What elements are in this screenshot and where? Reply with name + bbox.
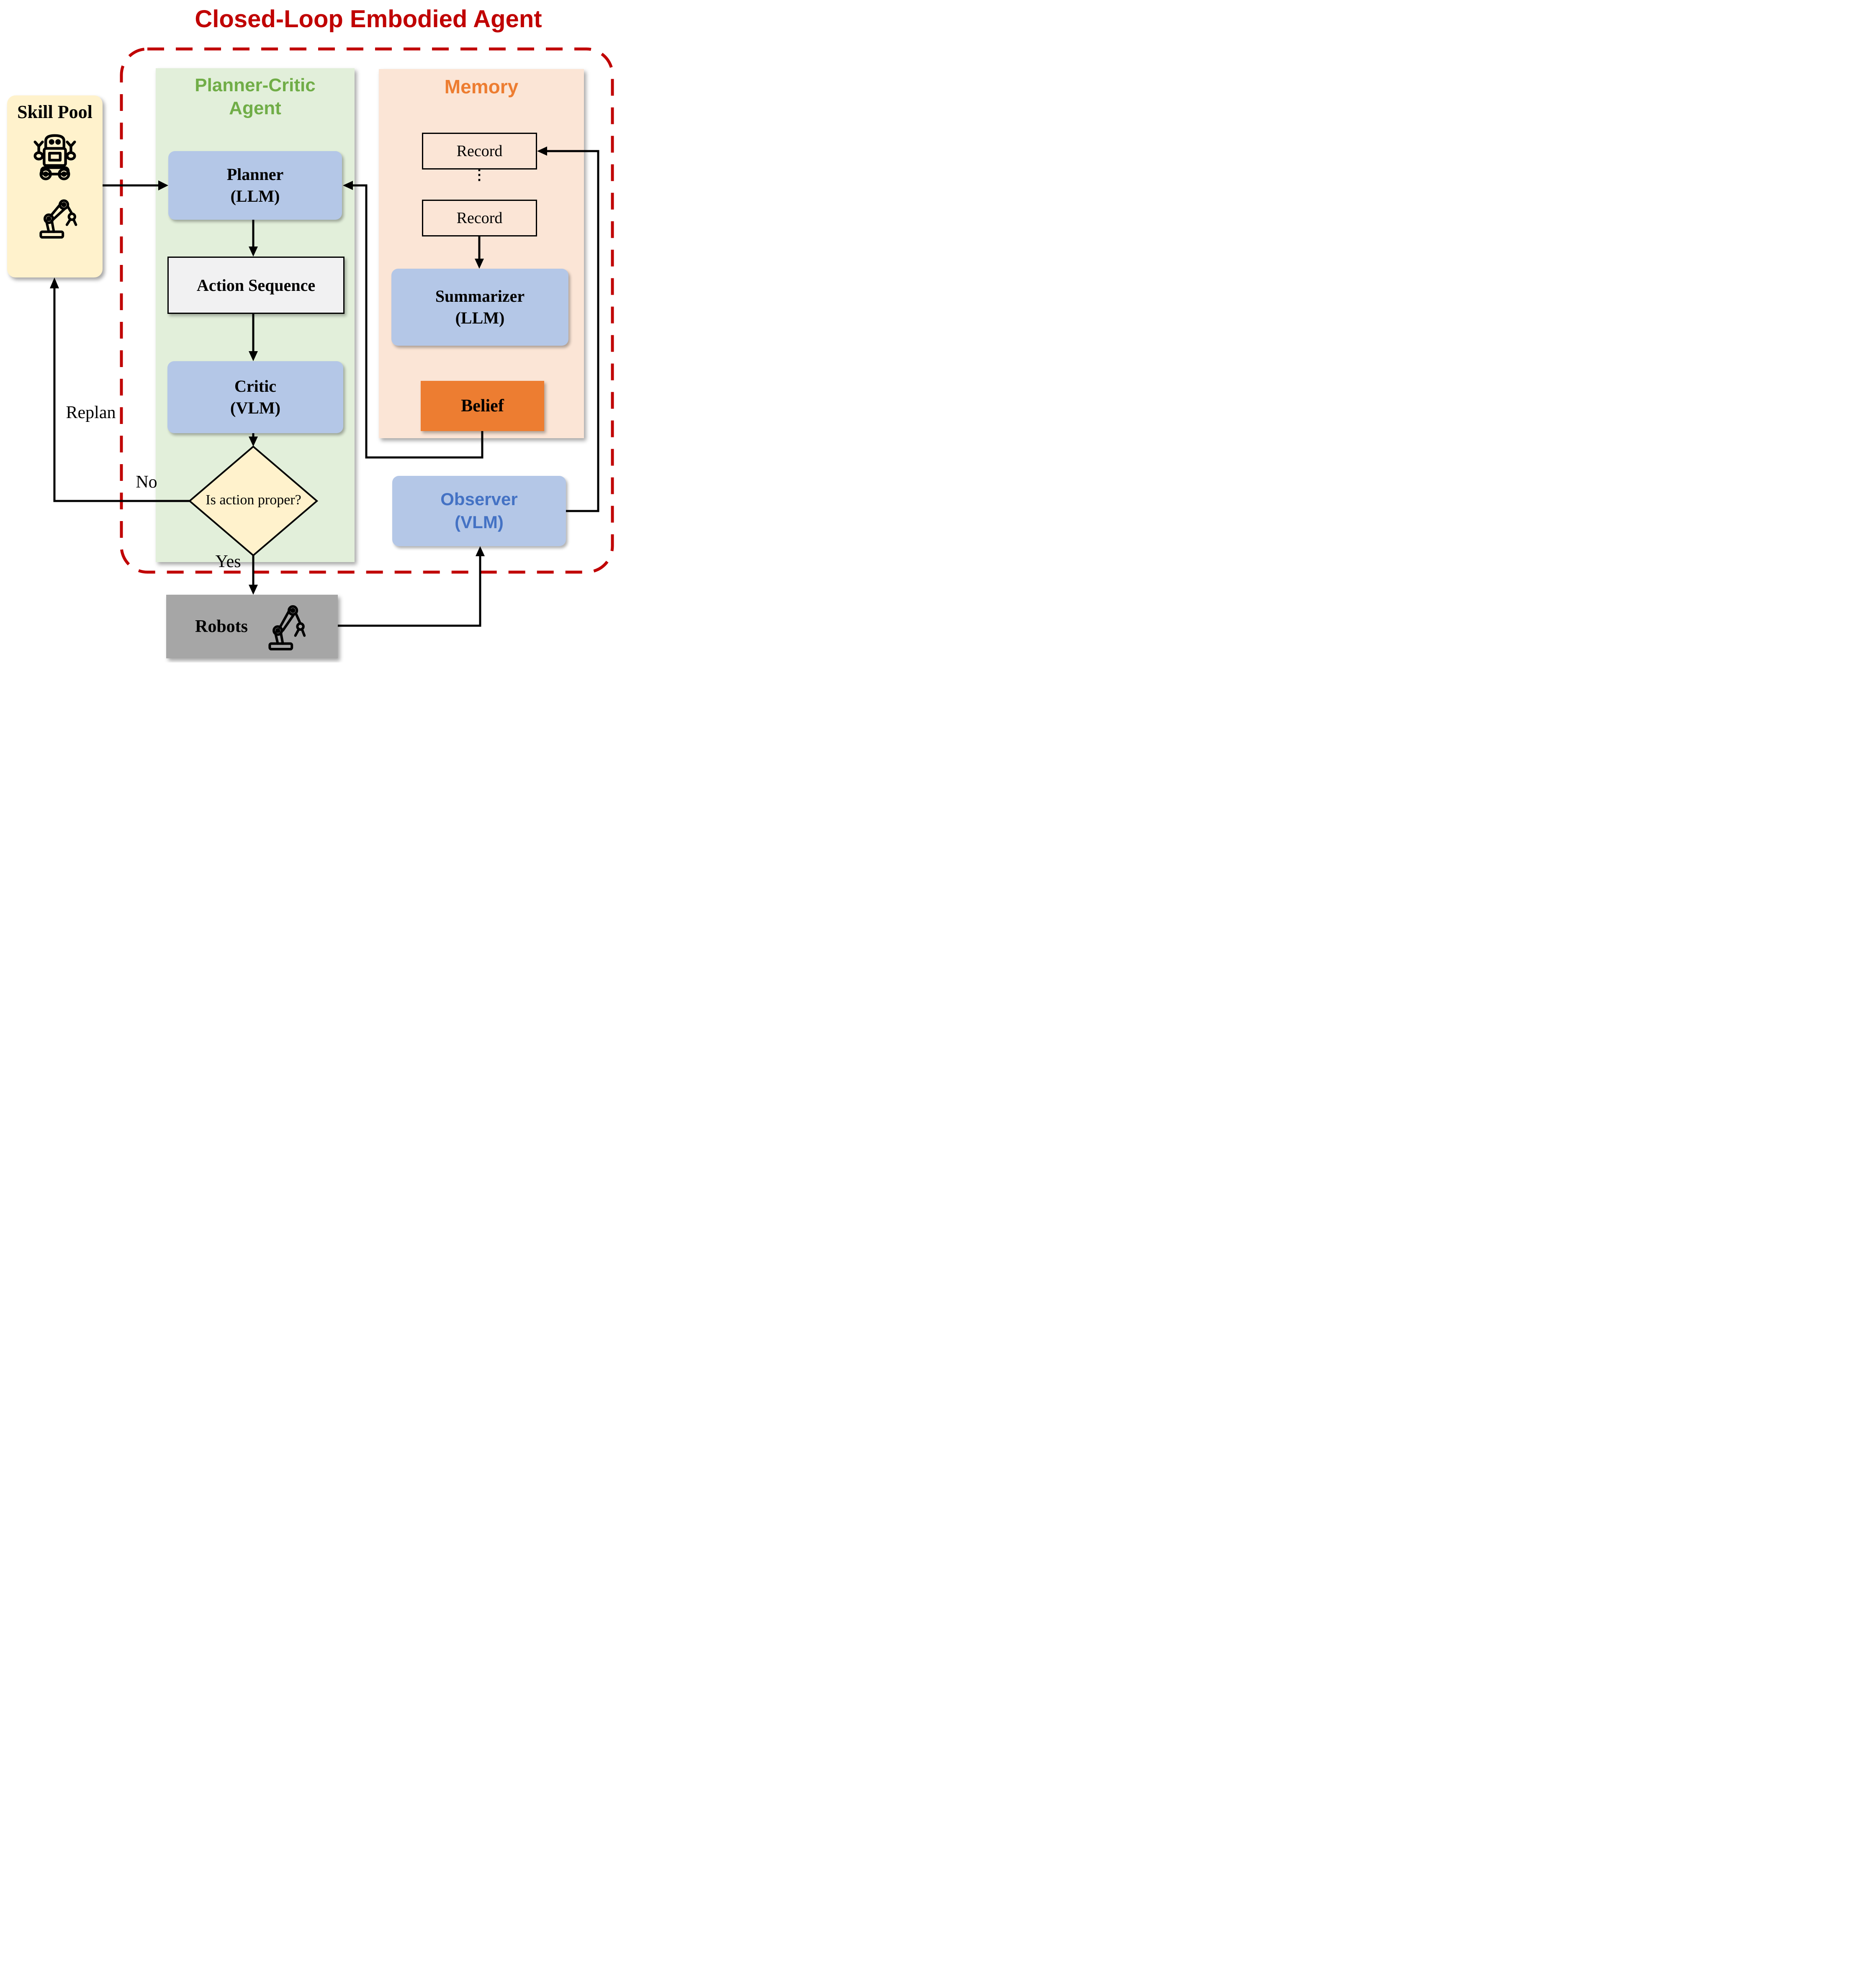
belief-label: Belief [461,396,504,416]
arrowhead-into-action-sequence [249,247,258,257]
planner-node: Planner (LLM) [168,151,342,220]
edges [53,150,599,627]
planner-label-line1: Planner [226,165,284,184]
edge-belief-to-planner [352,184,483,459]
observer-node: Observer (VLM) [392,476,566,546]
arrowhead-into-summarizer [475,259,484,269]
robot-arm-icon [268,605,306,650]
arrowhead-into-observer [476,546,485,556]
summarizer-label-line2: (LLM) [455,308,505,327]
arrowhead-into-planner-right [343,181,353,190]
memory-panel [379,69,584,438]
planner-label-line2: (LLM) [230,187,280,205]
replan-edge-label: Replan [66,403,116,422]
record-2-label: Record [456,209,503,227]
critic-label-line1: Critic [234,377,276,396]
critic-label-line2: (VLM) [230,398,280,417]
summarizer-node: Summarizer (LLM) [391,269,568,346]
action-sequence-node: Action Sequence [167,257,345,314]
record-node-2: Record [422,200,537,236]
record-node-1: Record [422,133,537,170]
observer-label-line1: Observer [440,489,518,509]
record-1-label: Record [456,142,503,160]
arrowhead-into-robots [249,585,258,595]
robot-arm-icon [39,199,77,239]
critic-node: Critic (VLM) [167,361,343,433]
records-ellipsis: ⋮ [472,167,486,183]
robots-label: Robots [195,617,248,636]
memory-title: Memory [444,76,519,98]
arrowhead-into-record [537,146,547,156]
planner-critic-title-line1: Planner-Critic [195,75,316,95]
planner-critic-title: Planner-Critic Agent [160,74,350,120]
summarizer-label-line1: Summarizer [435,287,525,306]
planner-critic-title-line2: Agent [229,98,281,118]
arrowhead-into-critic [249,351,258,361]
edge-robots-to-observer [338,556,481,627]
no-edge-label: No [136,473,157,492]
closed-loop-embodied-agent-diagram: Closed-Loop Embodied Agent Skill Pool [0,0,618,663]
diagram-title: Closed-Loop Embodied Agent [195,5,542,33]
robots-node: Robots [166,595,338,658]
edge-observer-to-record [546,150,599,512]
skill-pool-panel: Skill Pool [7,95,103,277]
robot-icon [33,134,76,180]
yes-edge-label: Yes [215,552,241,571]
decision-diamond [188,445,319,557]
belief-node: Belief [421,381,544,431]
edge-decision-no-replan [53,288,190,502]
observer-label-line2: (VLM) [455,512,504,532]
arrowhead-into-skillpool [50,277,59,288]
connector-layer [50,47,614,627]
decision-label: Is action proper? [206,492,301,508]
arrowheads [50,146,547,595]
arrowhead-into-decision [249,437,258,447]
closed-loop-dashed-border [120,47,614,574]
skill-pool-title: Skill Pool [17,102,93,122]
arrowhead-into-planner-left [158,180,168,190]
action-sequence-label: Action Sequence [196,276,316,295]
